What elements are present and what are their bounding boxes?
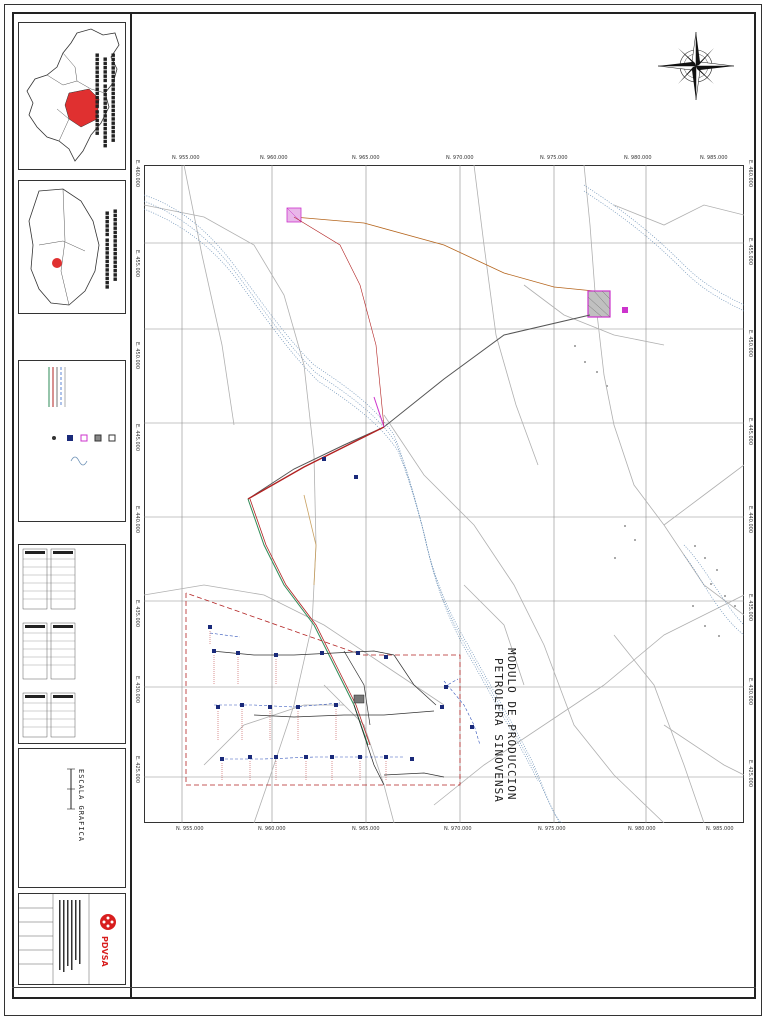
top-coord-6: N. 980.000 bbox=[624, 155, 652, 161]
municipality-outline-map bbox=[28, 188, 100, 306]
top-coord-3: N. 965.000 bbox=[352, 155, 380, 161]
river bbox=[144, 184, 744, 823]
pdvsa-logo-icon: PDVSA bbox=[100, 914, 116, 967]
left-coord-4: E. 445.000 bbox=[134, 424, 140, 452]
state-outline-map bbox=[26, 28, 120, 162]
left-coord-2: E. 455.000 bbox=[134, 250, 140, 278]
central-station bbox=[353, 694, 365, 704]
map-canvas bbox=[144, 165, 744, 823]
bottom-coord-5: N. 975.000 bbox=[538, 826, 566, 832]
side-coord-7: E. 430.000 bbox=[747, 678, 753, 706]
left-coord-1: E. 460.000 bbox=[134, 160, 140, 188]
settlement-dots bbox=[574, 345, 736, 637]
side-coord-4: E. 445.000 bbox=[747, 418, 753, 446]
title-block: PDVSA bbox=[18, 893, 126, 985]
top-coord-7: N. 985.000 bbox=[700, 155, 728, 161]
top-coord-5: N. 975.000 bbox=[540, 155, 568, 161]
facility-marker bbox=[622, 307, 628, 313]
compass-rose-icon bbox=[657, 31, 735, 101]
top-coord-1: N. 955.000 bbox=[172, 155, 200, 161]
legend-panel bbox=[18, 360, 126, 522]
top-coord-4: N. 970.000 bbox=[446, 155, 474, 161]
bottom-coord-4: N. 970.000 bbox=[444, 826, 472, 832]
roads bbox=[144, 165, 744, 823]
coordinates-table-panel bbox=[18, 544, 126, 744]
boundary-line bbox=[293, 216, 595, 292]
left-coord-7: E. 430.000 bbox=[134, 676, 140, 704]
well-markers bbox=[208, 457, 474, 761]
inner-frame bbox=[12, 12, 756, 999]
side-coord-1: E. 460.000 bbox=[747, 160, 753, 188]
bottom-coord-1: N. 955.000 bbox=[176, 826, 204, 832]
left-coord-8: E. 425.000 bbox=[134, 756, 140, 784]
scale-bar bbox=[67, 768, 75, 810]
outer-frame bbox=[4, 4, 762, 1016]
pipeline-red-south bbox=[249, 498, 371, 746]
main-map bbox=[144, 165, 744, 823]
legend-symbols bbox=[48, 367, 116, 466]
flowlines-dark bbox=[211, 650, 445, 778]
left-coord-5: E. 440.000 bbox=[134, 506, 140, 534]
coordinates-tables bbox=[22, 548, 76, 738]
side-coord-6: E. 435.000 bbox=[747, 594, 753, 622]
title-block-grid bbox=[19, 894, 90, 984]
location-map-state: ■■■■■■■■■■■■■■■■■■■■■ ■■■■■■ ■■■■■■■■■■■… bbox=[18, 22, 126, 170]
bottom-coord-2: N. 960.000 bbox=[258, 826, 286, 832]
well-ticks bbox=[209, 631, 387, 781]
bottom-coord-7: N. 985.000 bbox=[706, 826, 734, 832]
map-title-line2: PETROLERA SINOVENSA bbox=[492, 658, 505, 803]
company-name: PDVSA bbox=[100, 936, 109, 967]
bottom-coord-6: N. 980.000 bbox=[628, 826, 656, 832]
map-title-line1: MODULO DE PRODUCCION bbox=[505, 648, 518, 801]
location-map-municipality: ■■■■■■■■■■■■■■■■■ ■■■■■■ ■■■■■■■■■■■■ bbox=[18, 180, 126, 314]
side-coord-8: E. 425.000 bbox=[747, 760, 753, 788]
top-coord-2: N. 960.000 bbox=[260, 155, 288, 161]
footer-line bbox=[12, 987, 756, 988]
location-dot bbox=[52, 258, 62, 268]
side-coord-5: E. 440.000 bbox=[747, 506, 753, 534]
side-coord-2: E. 455.000 bbox=[747, 238, 753, 266]
left-coord-6: E. 435.000 bbox=[134, 600, 140, 628]
left-coord-3: E. 450.000 bbox=[134, 342, 140, 370]
bottom-coord-3: N. 965.000 bbox=[352, 826, 380, 832]
scale-panel: ESCALA GRAFICA bbox=[18, 748, 126, 888]
field-boundary bbox=[185, 592, 461, 786]
side-coord-3: E. 450.000 bbox=[747, 330, 753, 358]
legend-divider bbox=[130, 12, 132, 999]
facility-main bbox=[587, 290, 611, 318]
highlighted-region bbox=[64, 88, 100, 128]
